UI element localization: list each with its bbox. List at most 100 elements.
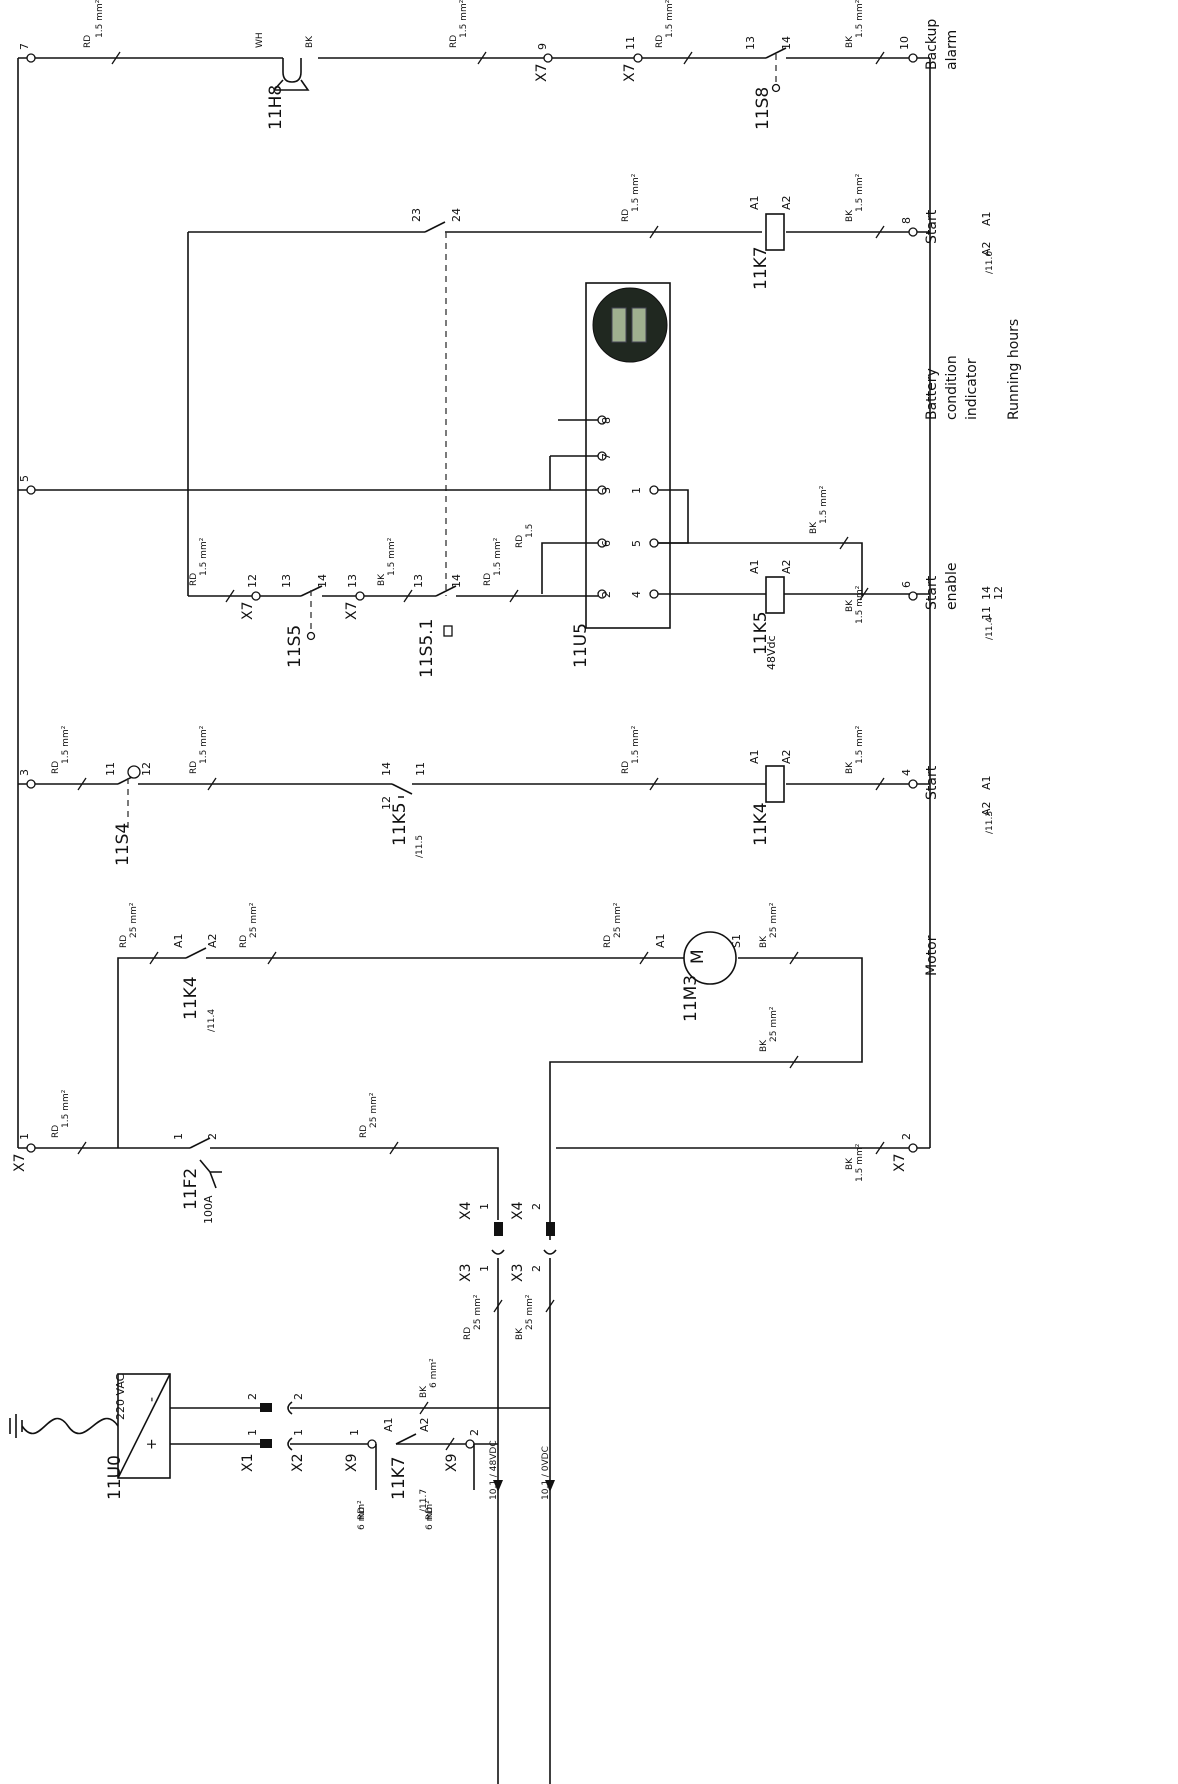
label-terminals-t14: 14 — [380, 762, 393, 776]
terminal-point-5 — [649, 485, 659, 495]
u5-in-6 — [541, 542, 598, 594]
label-terminals-t7: 7 — [18, 43, 31, 50]
wire-tick-25 — [419, 1401, 429, 1415]
label-terminals-s1: S1 — [730, 934, 743, 948]
label-cross-refs-k7-ref: /11.0 — [985, 251, 995, 274]
switch-s5-knob-icon — [306, 631, 316, 641]
label-wire-labels-rd: RD — [449, 35, 459, 48]
battery-meter-icon — [592, 287, 668, 363]
mains-cable — [21, 1417, 119, 1435]
mains-plug-icon — [9, 1414, 23, 1438]
label-terminals-t4: 4 — [900, 769, 913, 776]
label-function-labels-battery-3: indicator — [964, 358, 980, 420]
label-terminals-a2: A2 — [780, 559, 793, 574]
label-terminals-t13: 13 — [744, 36, 757, 50]
wire-tick-12 — [207, 777, 217, 791]
arrow-0v-icon — [545, 1480, 555, 1492]
label-function-labels-start-enable-1: Start — [924, 575, 940, 610]
label-wire-labels-cs15: 1.5 mm² — [459, 0, 469, 38]
label-function-labels-running-hours: Running hours — [1006, 319, 1022, 420]
label-terminals-t3: 3 — [600, 487, 613, 494]
label-terminals-a1: A1 — [654, 933, 667, 948]
label-f2-rating: 100A — [202, 1195, 215, 1224]
label-connectors-x3: X3 — [510, 1264, 526, 1283]
terminal-point-10 — [367, 1439, 377, 1449]
label-terminals-t3: 3 — [18, 769, 31, 776]
wire-tick-0 — [111, 51, 121, 65]
label-k4-contact: 11K4 — [181, 976, 201, 1020]
label-wire-labels-bk: BK — [845, 209, 855, 222]
label-connectors-pin1: 1 — [478, 1265, 491, 1272]
label-connectors-x2: X2 — [290, 1454, 306, 1473]
wire-tick-17 — [639, 951, 649, 965]
x3-socket-icon — [491, 1249, 557, 1255]
label-terminals-t5: 5 — [630, 540, 643, 547]
label-terminals-a2: A2 — [780, 195, 793, 210]
label-wire-labels-cs15: 1.5 mm² — [387, 537, 397, 576]
switch-s8-contact — [765, 47, 787, 59]
label-connectors-pin2: 2 — [246, 1393, 259, 1400]
label-wire-labels-rd: RD — [119, 935, 129, 948]
label-wire-labels-cs25: 25 mm² — [525, 1294, 535, 1330]
label-wire-labels-bk: BK — [845, 1157, 855, 1170]
label-h8: 11H8 — [266, 85, 286, 130]
label-s8: 11S8 — [753, 87, 773, 130]
label-function-labels-start-k4: Start — [924, 765, 940, 800]
label-wire-labels-cs15b: 1.5 — [525, 524, 535, 538]
label-terminals-a2: A2 — [206, 933, 219, 948]
label-wire-labels-cs15: 1.5 mm² — [631, 173, 641, 212]
terminal-point-7 — [649, 589, 659, 599]
switch-s4-stop-icon — [127, 765, 141, 779]
label-k5: 11K5 — [751, 611, 771, 655]
label-connectors-x4: X4 — [458, 1201, 474, 1220]
label-cross-refs-k5-ref: /11.4 — [985, 617, 995, 640]
label-terminals-t12: 12 — [992, 586, 1005, 600]
label-wire-labels-rd: RD — [83, 35, 93, 48]
label-connectors-pin1: 1 — [246, 1429, 259, 1436]
motor-feed — [117, 957, 186, 1148]
label-s51: 11S5.1 — [417, 619, 437, 678]
wire-tick-8 — [403, 589, 413, 603]
x4-pin2 — [546, 1222, 555, 1236]
label-wire-labels-bk: BK — [515, 1327, 525, 1340]
label-wire-labels-wh: WH — [255, 32, 265, 48]
label-connectors-x9: X9 — [344, 1454, 360, 1473]
arrow-48v-icon — [493, 1480, 503, 1492]
label-wire-labels-cs15: 1.5 mm² — [855, 173, 865, 212]
label-wire-labels-cs6: 6 mm² — [429, 1358, 439, 1388]
label-u5: 11U5 — [571, 623, 591, 668]
label-devices-minus: - — [144, 1397, 160, 1402]
wire-tick-18 — [789, 951, 799, 965]
wire-tick-4 — [649, 225, 659, 239]
fuse-f2-contact — [189, 1137, 211, 1149]
wire-tick-5 — [875, 225, 885, 239]
label-wire-labels-bk: BK — [305, 35, 315, 48]
label-terminals-a1: A1 — [382, 1417, 395, 1432]
label-connectors-x1: X1 — [240, 1454, 256, 1473]
label-wire-labels-cs25: 25 mm² — [129, 902, 139, 938]
relay-k4-coil — [765, 765, 785, 803]
label-terminals-a2: A2 — [780, 749, 793, 764]
label-terminals-a2: A2 — [980, 801, 993, 816]
label-wire-labels-rd: RD — [359, 1125, 369, 1138]
label-connectors-pin1: 1 — [478, 1203, 491, 1210]
label-terminals-t2: 2 — [206, 1133, 219, 1140]
label-terminals-t13: 13 — [412, 574, 425, 588]
label-wire-labels-rd: RD — [239, 935, 249, 948]
wire-tick-7 — [225, 589, 235, 603]
label-function-labels-start-enable-2: enable — [944, 563, 960, 610]
label-k5-contact: 11K5 — [390, 802, 410, 846]
label-wire-labels-cs25: 25 mm² — [473, 1294, 483, 1330]
label-connectors-pin1: 1 — [348, 1429, 361, 1436]
label-wire-labels-cs25: 25 mm² — [249, 902, 259, 938]
label-wire-labels-rd: RD — [621, 761, 631, 774]
label-wire-labels-bk: BK — [845, 599, 855, 612]
label-wire-labels-cs15: 1.5 mm² — [819, 485, 829, 524]
wire-tick-19 — [789, 1055, 799, 1069]
label-terminals-a2: A2 — [418, 1417, 431, 1432]
wire-tick-10 — [859, 587, 869, 601]
label-wire-labels-bk: BK — [845, 35, 855, 48]
label-wire-labels-rd: RD — [189, 573, 199, 586]
